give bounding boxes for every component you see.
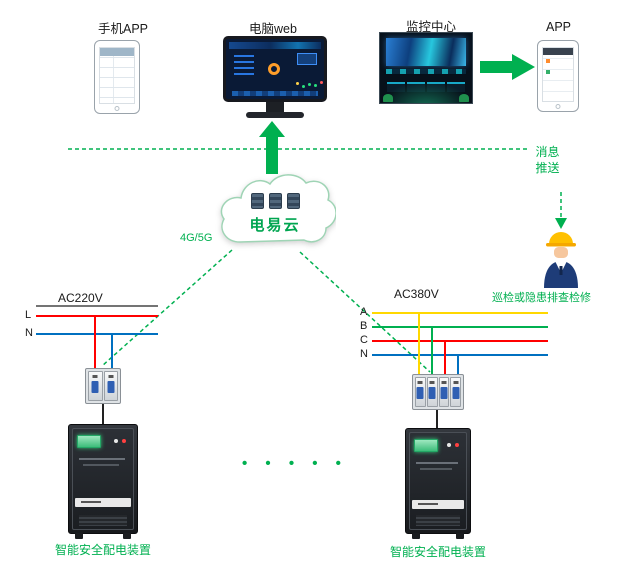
circuit-breaker-2pole: [85, 368, 121, 404]
inspection-note-label: 巡检或隐患排查检修: [492, 292, 591, 304]
dashboard-gauge-icon: [268, 63, 280, 75]
cabinet-text-line: [79, 458, 125, 460]
app-label: APP: [546, 20, 572, 34]
distribution-cabinet-right: [405, 428, 471, 539]
ac220v-label: AC220V: [58, 291, 103, 305]
led-indicator-icon: [114, 439, 118, 443]
monitor-stand-base: [246, 112, 304, 118]
cloud-to-pc-arrow-icon: [259, 121, 285, 174]
pc-web-label: 电脑web: [249, 22, 297, 36]
server-icons: [250, 193, 300, 209]
cabinet-text-line: [416, 462, 458, 464]
dashboard-footer: [232, 91, 318, 96]
cloud-platform: 电易云: [214, 168, 336, 258]
phone-screen-list: [542, 47, 574, 102]
wire-b-label: B: [360, 320, 368, 332]
cabinet-lcd-screen: [414, 439, 438, 452]
cabinet-text-line: [83, 464, 119, 466]
circuit-breaker-4pole: [412, 374, 464, 410]
cabinet-vent: [416, 515, 460, 526]
video-wall: [385, 37, 467, 66]
server-icon: [286, 193, 300, 209]
more-devices-ellipsis: • • • • •: [242, 455, 348, 472]
cabinet-text-line: [420, 468, 452, 470]
distribution-cabinet-left: [68, 424, 138, 539]
app-phone-icon: [537, 40, 579, 112]
cabinet-foot: [412, 533, 420, 539]
cabinet-label-band: [412, 499, 464, 509]
inspection-worker-icon: [544, 232, 578, 288]
breaker-pole: [450, 377, 461, 407]
cabinet-foot: [456, 533, 464, 539]
cloud-content: 电易云: [214, 168, 336, 258]
phone-screen-table: [99, 47, 135, 104]
dashboard-indicators: [308, 83, 311, 86]
message-push-arrowhead-icon: [555, 218, 567, 229]
plant-icon: [383, 94, 393, 102]
wire-l-label: L: [25, 309, 32, 321]
wire-n2-label: N: [360, 348, 368, 360]
dashboard-bars: [234, 55, 254, 77]
network-4g5g-label: 4G/5G: [180, 232, 213, 244]
console-strip: [385, 69, 467, 74]
breaker-pole: [415, 377, 426, 407]
phone-app-label: 手机APP: [98, 22, 149, 36]
device-left-label: 智能安全配电装置: [55, 543, 152, 557]
dashboard-panel: [297, 53, 317, 65]
led-indicator-icon: [447, 443, 451, 447]
wire-a-label: A: [360, 306, 368, 318]
pc-monitor-icon: [223, 36, 327, 102]
led-indicator-icon: [455, 443, 459, 447]
plant-icon: [459, 94, 469, 102]
server-icon: [250, 193, 264, 209]
cloud-name-label: 电易云: [249, 217, 301, 234]
cabinet-lcd-screen: [77, 435, 101, 448]
wire-c-label: C: [360, 334, 368, 346]
right-feed-wires: [372, 312, 548, 430]
solid-green-arrows: [259, 54, 535, 174]
wire-n-label: N: [25, 327, 33, 339]
breaker-pole: [103, 371, 118, 401]
monitoring-center-photo: [379, 32, 473, 104]
floor-glow: [380, 80, 472, 103]
left-feed-wires: [36, 305, 158, 426]
server-icon: [268, 193, 282, 209]
mobile-phone-icon: [94, 40, 140, 114]
dashboard-header: [229, 42, 321, 49]
center-to-app-arrow-icon: [480, 54, 535, 80]
device-right-label: 智能安全配电装置: [390, 545, 487, 559]
breaker-pole: [88, 371, 103, 401]
cabinet-foot: [75, 533, 83, 539]
breaker-pole: [426, 377, 438, 407]
cabinet-vent: [79, 515, 127, 526]
cabinet-foot: [123, 533, 131, 539]
led-indicator-icon: [122, 439, 126, 443]
monitoring-center-label: 监控中心: [406, 20, 457, 34]
dashed-network-links: [68, 148, 567, 373]
message-push-label: 消息推送: [535, 145, 560, 176]
ac380v-label: AC380V: [394, 287, 439, 301]
home-button-icon: [114, 106, 120, 111]
monitor-stand-neck: [266, 102, 284, 112]
cabinet-label-band: [75, 498, 131, 508]
home-button-icon: [555, 104, 561, 109]
breaker-pole: [438, 377, 450, 407]
